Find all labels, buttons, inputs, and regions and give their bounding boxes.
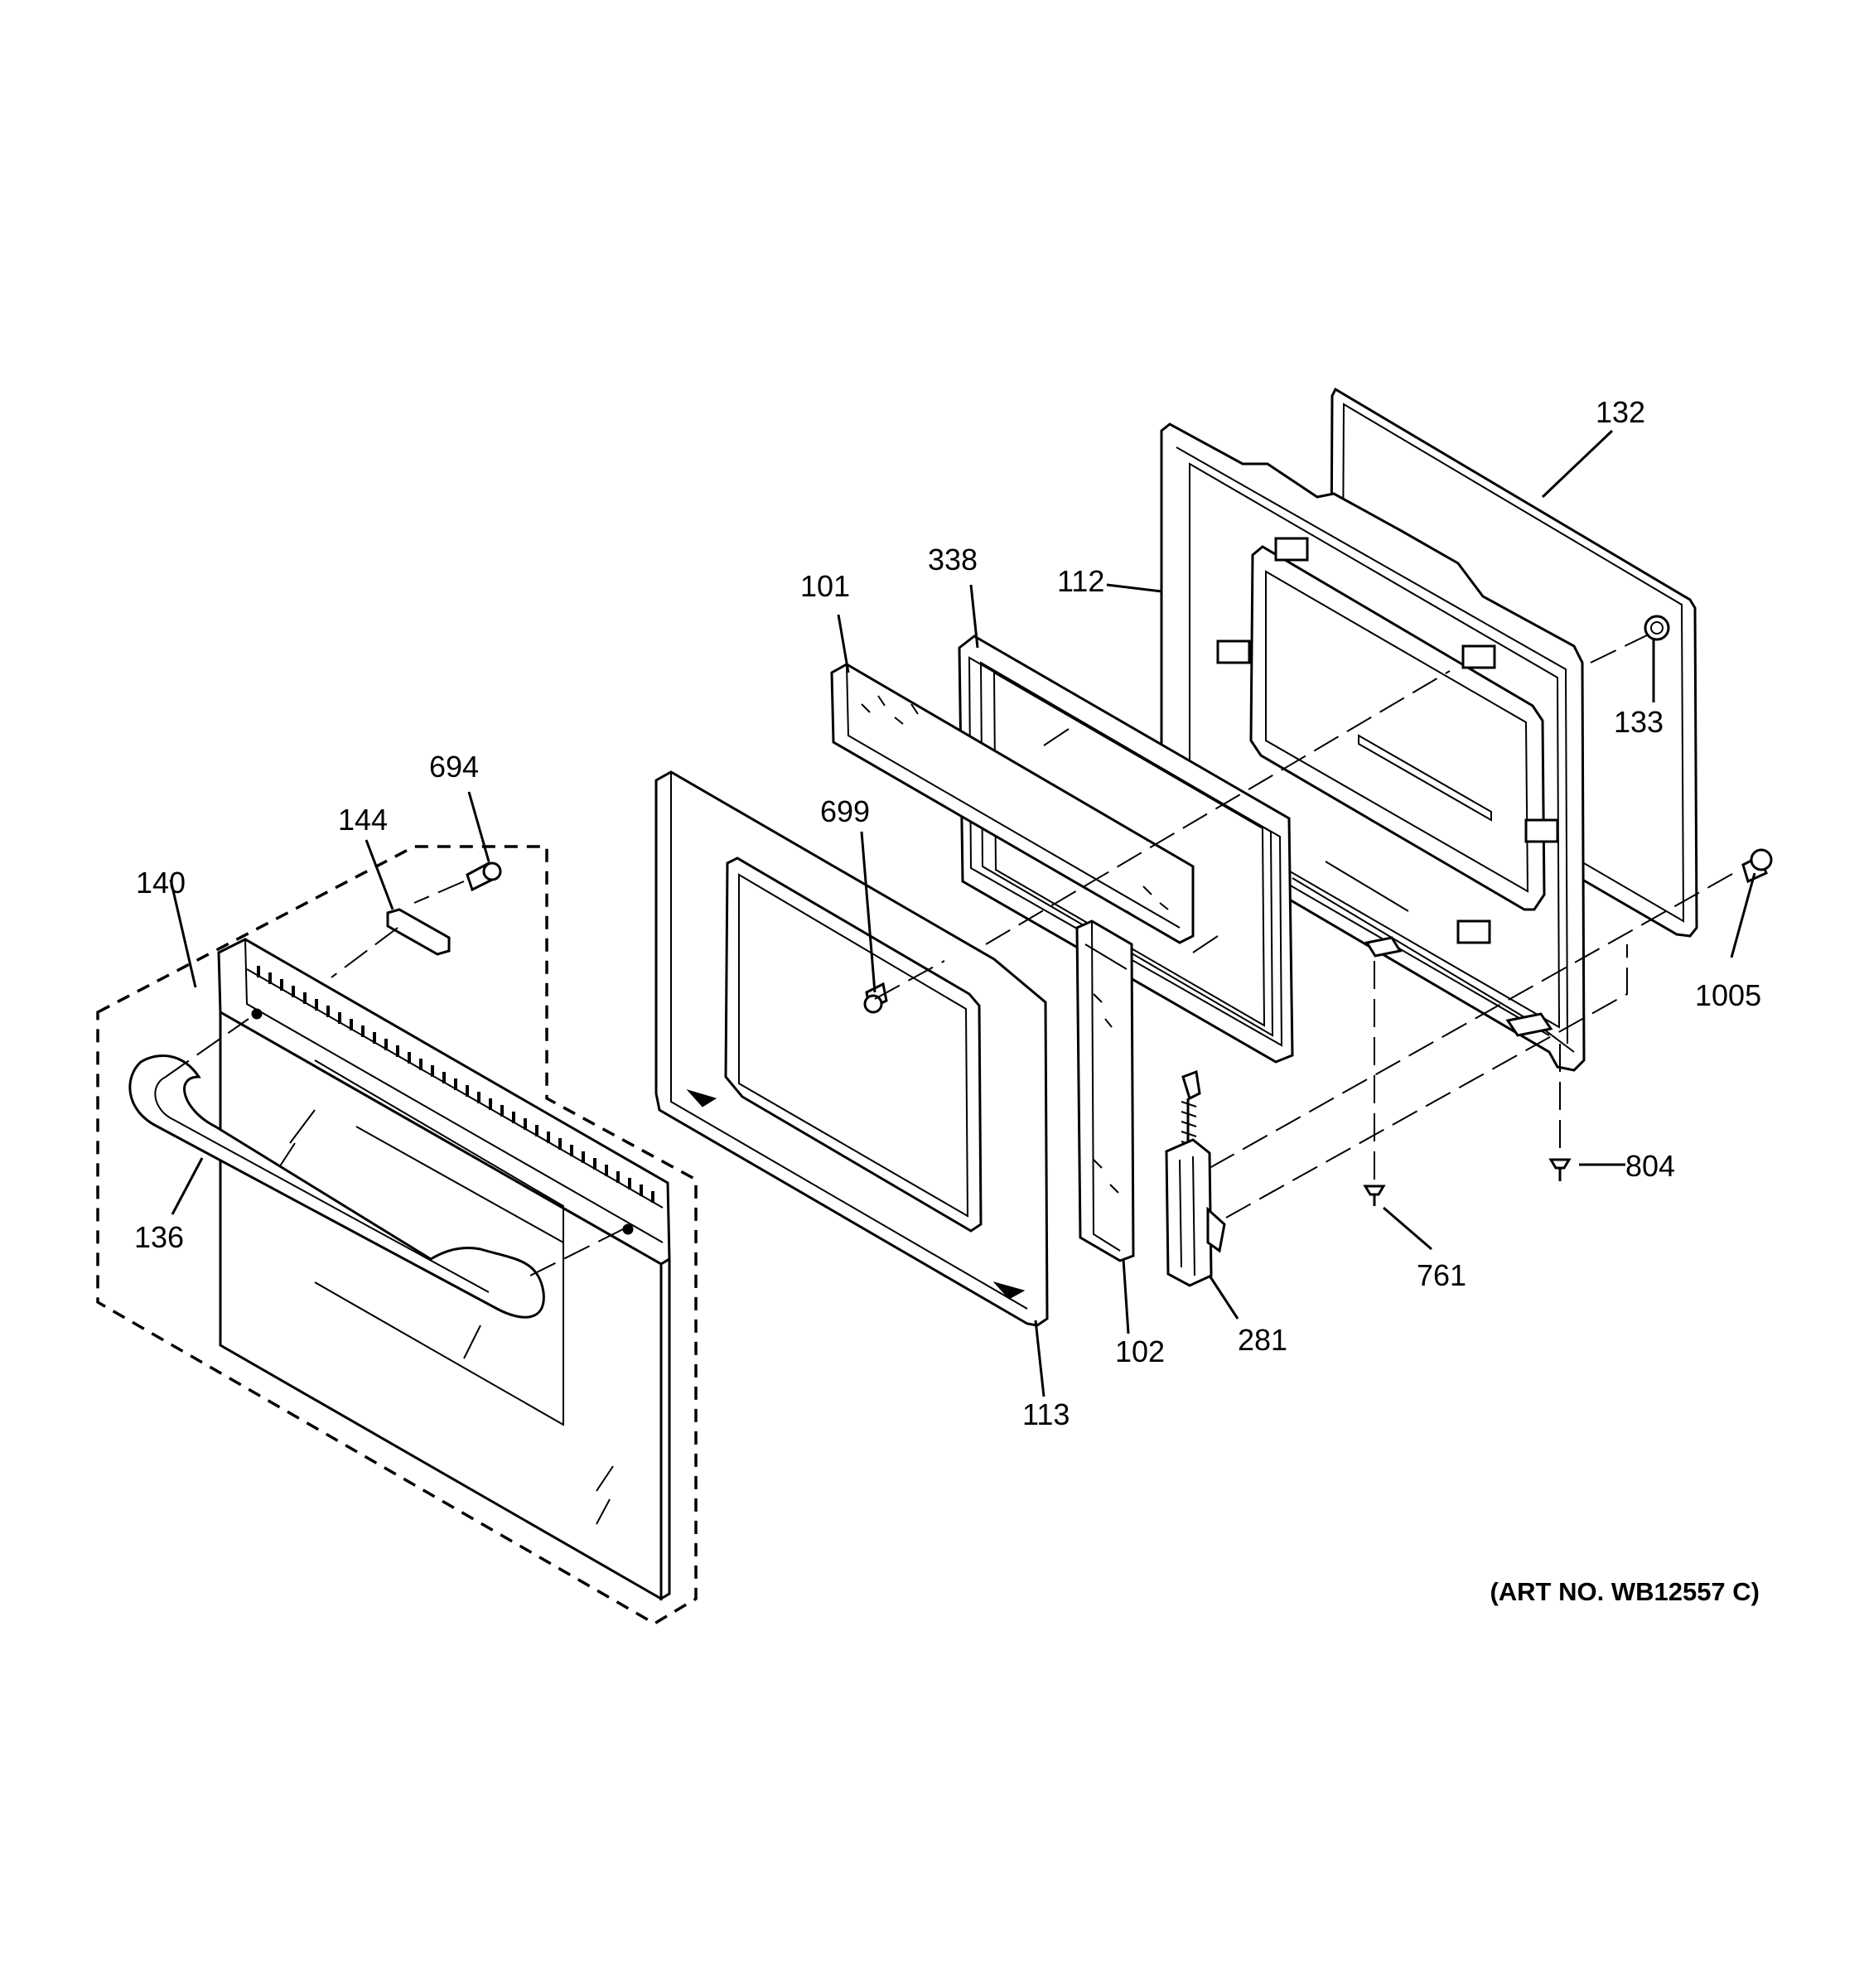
callout-101: 101 bbox=[800, 569, 850, 603]
hinge-281 bbox=[1165, 1069, 1226, 1287]
callout-102: 102 bbox=[1115, 1334, 1165, 1368]
callout-133: 133 bbox=[1614, 705, 1664, 739]
callout-1005: 1005 bbox=[1695, 978, 1761, 1012]
screw-804 bbox=[1548, 1158, 1572, 1181]
door-handle-136 bbox=[128, 1054, 545, 1319]
bracket-144 bbox=[386, 908, 451, 956]
insulation-102 bbox=[1075, 919, 1135, 1262]
screw-694 bbox=[466, 861, 502, 892]
callout-140: 140 bbox=[136, 866, 186, 900]
callout-132: 132 bbox=[1596, 395, 1645, 429]
inner-door-panel-113 bbox=[654, 770, 1049, 1327]
screw-1005 bbox=[1741, 848, 1773, 884]
callout-281: 281 bbox=[1238, 1323, 1287, 1357]
callout-699: 699 bbox=[820, 794, 870, 828]
callout-761: 761 bbox=[1417, 1258, 1466, 1292]
callout-113: 113 bbox=[1022, 1397, 1070, 1431]
assembly-lines bbox=[165, 634, 1741, 1276]
outer-door-panel bbox=[217, 938, 671, 1601]
callout-144: 144 bbox=[338, 803, 388, 837]
vent-slots bbox=[257, 966, 654, 1203]
screw-761 bbox=[1363, 1185, 1386, 1206]
callout-804: 804 bbox=[1625, 1149, 1675, 1183]
callout-338: 338 bbox=[928, 543, 978, 577]
callout-112: 112 bbox=[1057, 564, 1104, 598]
door-inner-liner-112 bbox=[1160, 422, 1586, 1072]
screw-699 bbox=[863, 982, 888, 1014]
callout-694: 694 bbox=[429, 750, 479, 784]
bumper-133 bbox=[1644, 615, 1670, 641]
art-number: (ART NO. WB12557 C) bbox=[1490, 1577, 1760, 1606]
leader-lines bbox=[169, 429, 1756, 1397]
callout-136: 136 bbox=[134, 1220, 184, 1254]
